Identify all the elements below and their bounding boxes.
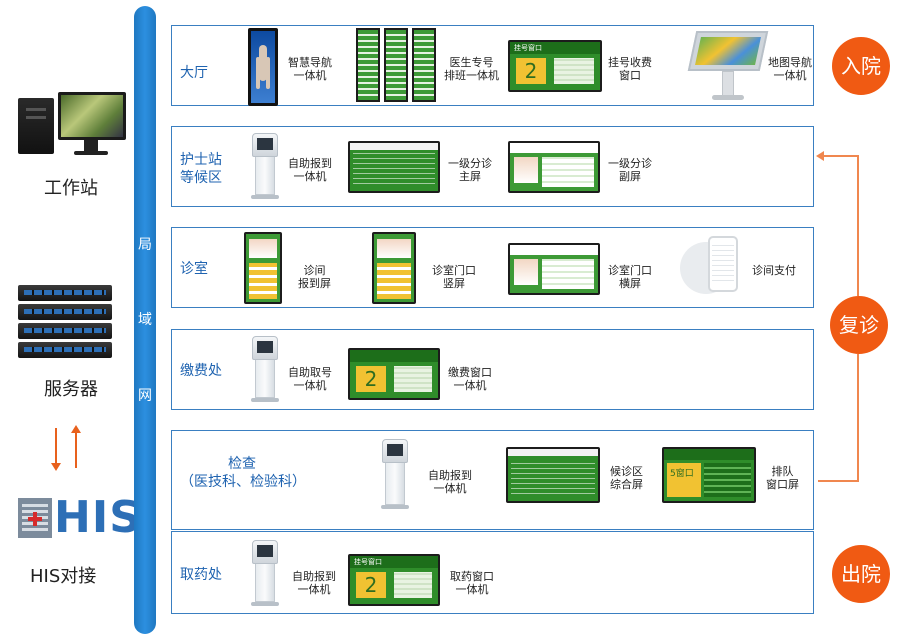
discharge-badge: 出院 [832,545,890,603]
row-title: 诊室 [180,261,208,277]
row-title: 缴费处 [180,363,222,379]
self-checkin-kiosk-picture [251,133,279,199]
server-icon [18,285,112,359]
row-title: 护士站等候区 [180,152,222,186]
row-title: 大厅 [180,65,208,81]
flow-arrow-icon [816,151,824,161]
device-caption: 一级分诊副屏 [608,157,652,183]
device-caption: 医生专号排班一体机 [444,56,499,82]
door-landscape-screen-picture [508,243,600,295]
his-logo-text: HIS [54,492,142,543]
row-payment: 缴费处 自助取号一体机 2 缴费窗口一体机 [171,329,814,410]
phone-icon [708,236,738,292]
device-caption: 诊间支付 [752,264,796,277]
row-lobby: 大厅 智慧导航一体机 医生专号排班一体机 挂号窗口 2 挂号收费窗口 地图导航一… [171,25,814,106]
up-arrow-icon [71,425,81,468]
device-caption: 缴费窗口一体机 [448,366,492,392]
row-consulting-room: 诊室 诊间报到屏 诊室门口竖屏 诊室门口横屏 诊间支付 [171,227,814,308]
workstation-icon [18,92,128,164]
lan-char-3: 网 [138,388,152,404]
flow-line [822,155,858,157]
lan-char-2: 域 [138,312,152,328]
self-ticket-kiosk-picture [251,336,279,402]
payment-window-screen-picture: 2 [348,348,440,400]
row-examination: 检查（医技科、检验科） 自助报到一体机 候诊区综合屏 5窗口 排队窗口屏 [171,430,814,530]
device-caption: 地图导航一体机 [768,56,812,82]
flow-line [857,354,859,480]
row-nurse-station: 护士站等候区 自助报到一体机 一级分诊主屏 一级分诊副屏 [171,126,814,207]
map-kiosk-picture [687,31,769,101]
device-caption: 取药窗口一体机 [450,570,494,596]
pharmacy-checkin-kiosk-picture [251,540,279,606]
schedule-screens-picture [356,28,440,102]
lan-char-1: 局 [138,237,152,253]
queue-window-screen-picture: 5窗口 [662,447,756,503]
workstation-label: 工作站 [44,178,98,199]
server-label: 服务器 [44,379,98,400]
revisit-badge: 复诊 [830,296,888,354]
device-caption: 诊间报到屏 [298,264,331,290]
his-logo: HIS [18,494,141,542]
pharmacy-window-screen-picture: 挂号窗口 2 [348,554,440,606]
device-caption: 挂号收费窗口 [608,56,652,82]
device-caption: 诊室门口竖屏 [432,264,476,290]
flow-line [818,480,859,482]
device-caption: 自助报到一体机 [428,469,472,495]
exam-checkin-kiosk-picture [381,439,409,509]
flow-line [857,155,859,296]
his-label: HIS对接 [30,566,97,587]
device-caption: 自助报到一体机 [288,157,332,183]
device-caption: 一级分诊主屏 [448,157,492,183]
triage-main-screen-picture [348,141,440,193]
down-arrow-icon [51,428,61,471]
admission-badge: 入院 [832,37,890,95]
row-title: 检查（医技科、检验科） [180,456,306,490]
device-caption: 诊室门口横屏 [608,264,652,290]
device-caption: 候诊区综合屏 [610,465,643,491]
lan-bar [134,6,156,634]
door-portrait-screen-picture [372,232,416,304]
device-caption: 排队窗口屏 [766,465,799,491]
waiting-area-screen-picture [506,447,600,503]
navigation-totem-picture [248,28,278,106]
device-caption: 自助取号一体机 [288,366,332,392]
triage-sub-screen-picture [508,141,600,193]
row-pharmacy: 取药处 自助报到一体机 挂号窗口 2 取药窗口一体机 [171,531,814,614]
device-caption: 自助报到一体机 [292,570,336,596]
row-title: 取药处 [180,567,222,583]
consult-checkin-screen-picture [244,232,282,304]
registration-window-screen-picture: 挂号窗口 2 [508,40,602,92]
device-caption: 智慧导航一体机 [288,56,332,82]
